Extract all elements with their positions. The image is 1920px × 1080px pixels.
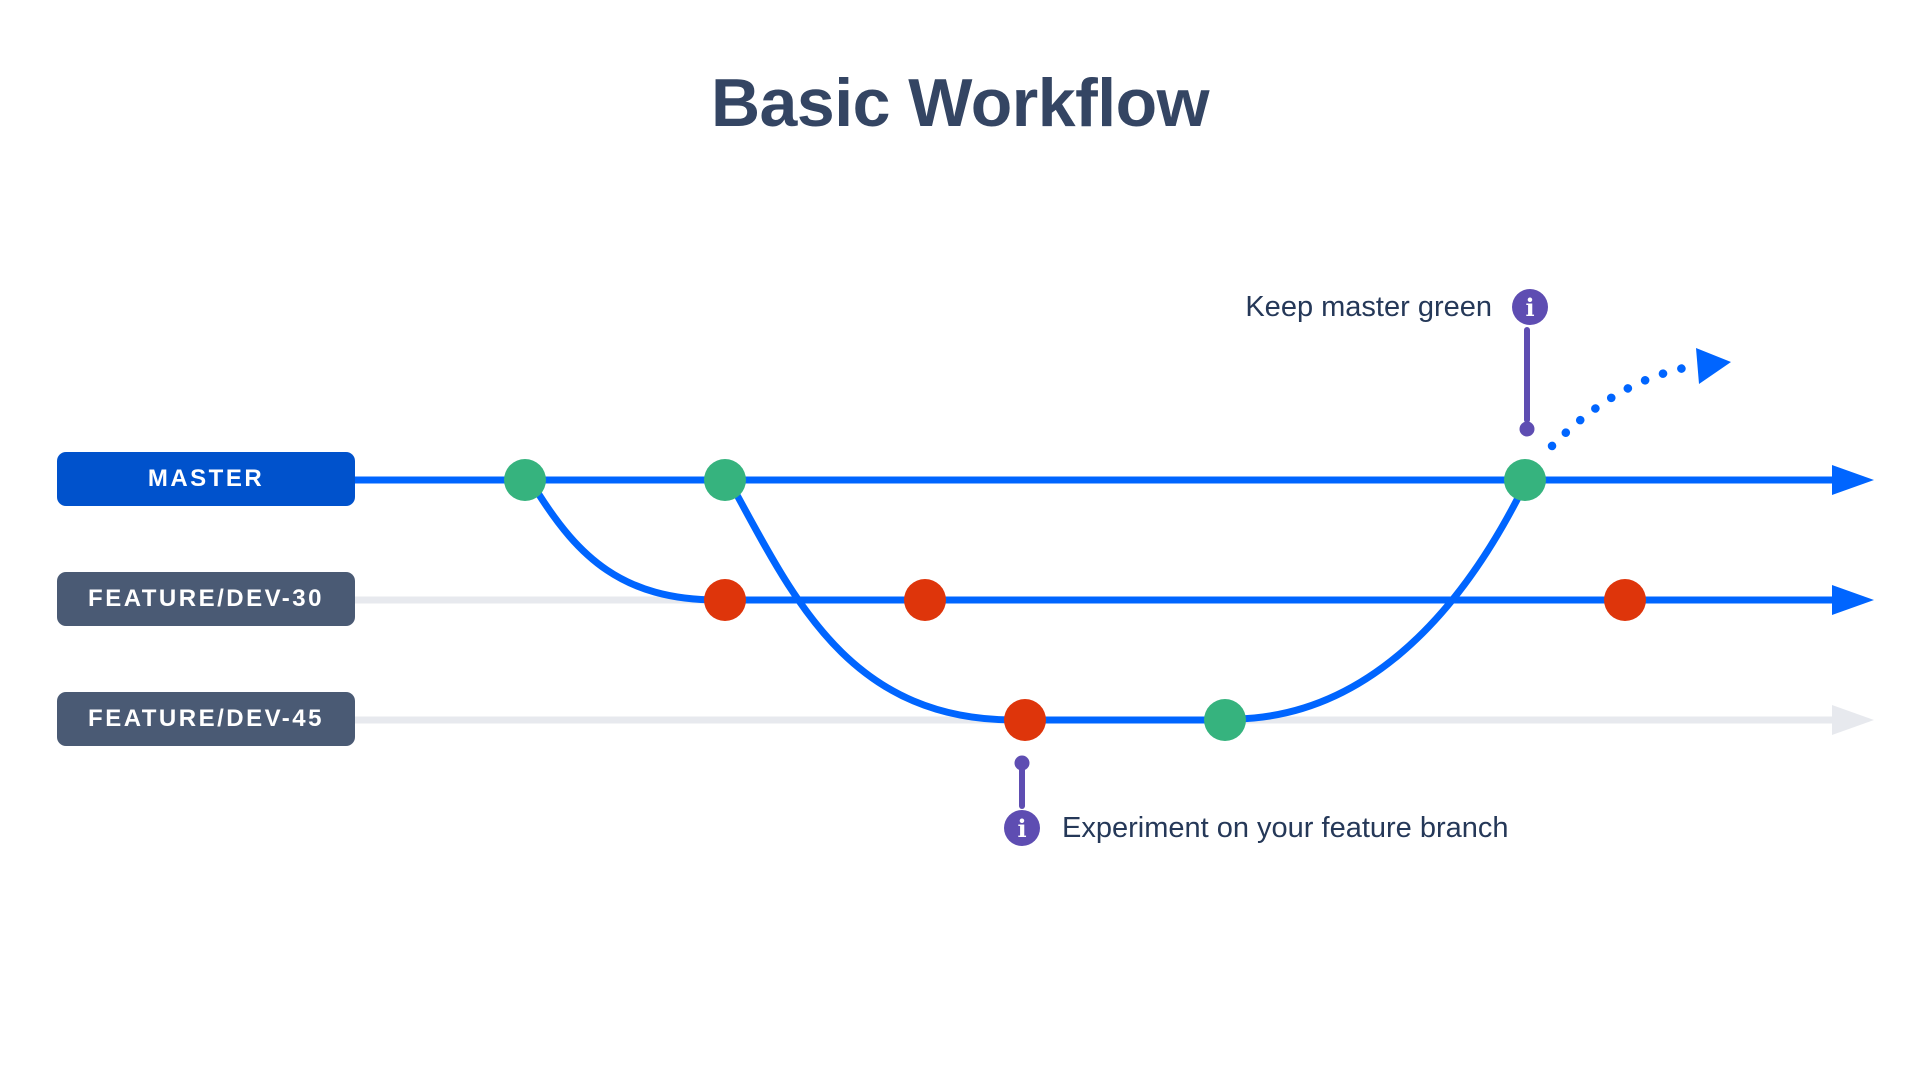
info-icon-glyph: i — [1017, 814, 1026, 843]
dotted-future-arrow — [1547, 363, 1689, 451]
commit-dot-red — [1004, 699, 1046, 741]
page-title: Basic Workflow — [710, 65, 1210, 141]
branch-curve-master-to-dev30 — [534, 489, 722, 604]
keep-master-info-icon — [1512, 289, 1548, 325]
commit-dot-green — [704, 459, 746, 501]
commit-dots — [504, 459, 1646, 741]
branch-label-master: MASTER — [57, 452, 355, 506]
annotation-keep-master-green: Keep master green — [1245, 291, 1492, 323]
merge-curve-dev45-to-master — [1233, 488, 1525, 723]
commit-dot-green — [504, 459, 546, 501]
commit-dot-green — [1504, 459, 1546, 501]
branch-label-text: MASTER — [147, 465, 265, 492]
dev45-arrowhead-gray — [1832, 705, 1874, 735]
branch-label-feature-dev-45: FEATURE/DEV-45 — [57, 692, 355, 746]
master-arrowhead — [1832, 465, 1874, 495]
branch-label-text: FEATURE/DEV-45 — [88, 705, 324, 732]
keep-master-connector-dot — [1519, 421, 1535, 437]
dotted-arrowhead — [1696, 348, 1731, 384]
branch-curve-master-to-dev45 — [733, 491, 1016, 724]
commit-dot-green — [1204, 699, 1246, 741]
commit-dot-red — [904, 579, 946, 621]
annotation-experiment-feature-branch: Experiment on your feature branch — [1062, 812, 1509, 844]
info-icon-glyph: i — [1525, 293, 1534, 322]
experiment-connector-dot — [1014, 755, 1030, 771]
commit-dot-red — [1604, 579, 1646, 621]
commit-dot-red — [704, 579, 746, 621]
experiment-info-icon — [1004, 810, 1040, 846]
branch-label-feature-dev-30: FEATURE/DEV-30 — [57, 572, 355, 626]
branch-label-text: FEATURE/DEV-30 — [88, 585, 324, 612]
dev30-arrowhead — [1832, 585, 1874, 615]
